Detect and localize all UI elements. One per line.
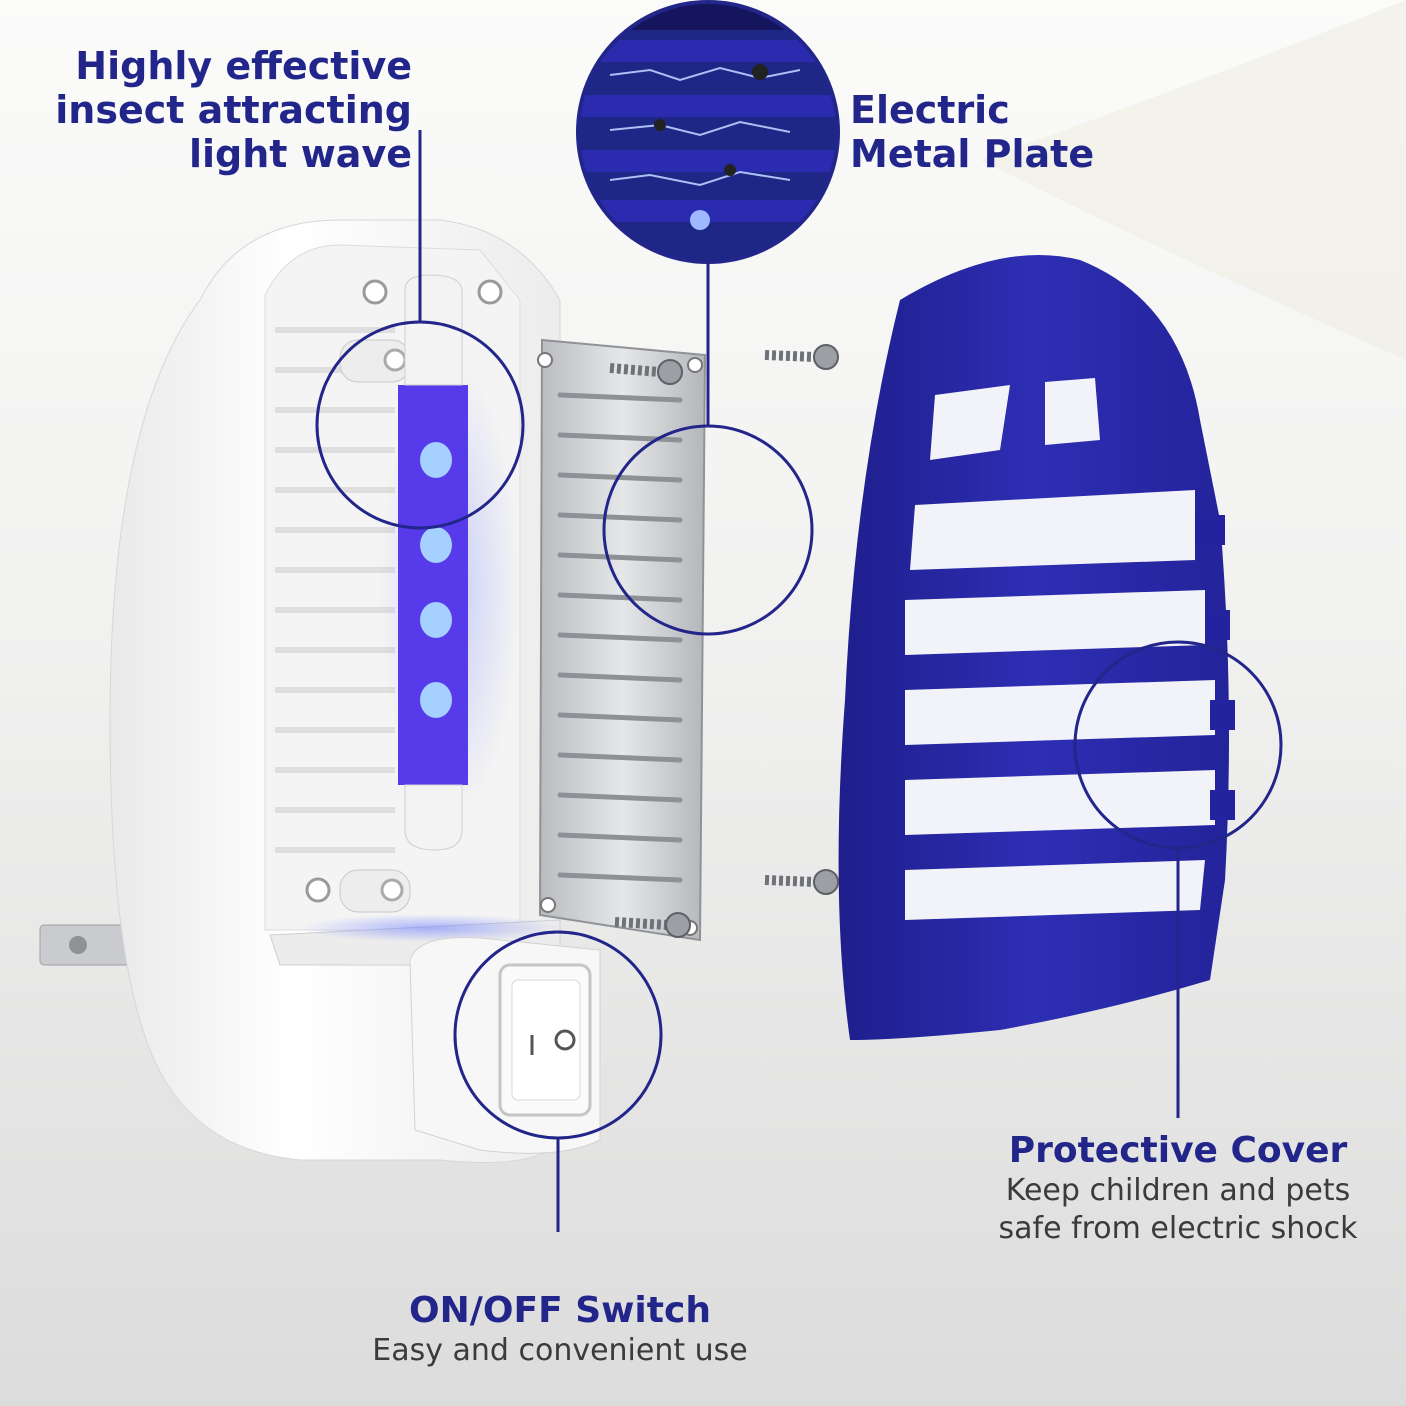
metal-plate-line-2: Metal Plate	[850, 132, 1095, 176]
protective-cover	[838, 255, 1235, 1040]
switch-callout: ON/OFF Switch Easy and convenient use	[360, 1290, 760, 1370]
switch-desc: Easy and convenient use	[372, 1333, 748, 1368]
screw-icon	[614, 912, 691, 938]
metal-plate-callout: Electric Metal Plate	[850, 88, 1094, 176]
led-light-bar	[380, 274, 520, 851]
light-wave-line-2: insect attracting	[55, 88, 412, 132]
electric-metal-plate	[537, 338, 707, 942]
screw-icon	[764, 869, 839, 895]
metal-plate-zoom	[576, 0, 840, 264]
protective-cover-title: Protective Cover	[1008, 1130, 1348, 1171]
metal-plate-line-1: Electric	[850, 88, 1010, 132]
switch-title: ON/OFF Switch	[409, 1290, 711, 1331]
protective-cover-callout: Protective Cover Keep children and pets …	[960, 1130, 1396, 1248]
light-wave-line-3: light wave	[189, 132, 412, 176]
backdrop-wash	[980, 0, 1406, 360]
power-switch-icon	[554, 1029, 576, 1051]
screw-icon	[764, 344, 839, 370]
power-switch	[409, 937, 601, 1154]
protective-cover-desc-2: safe from electric shock	[998, 1211, 1358, 1246]
protective-cover-desc-1: Keep children and pets	[1005, 1173, 1351, 1208]
callout-lines	[315, 130, 1283, 1232]
plug-prongs	[39, 924, 131, 966]
light-wave-line-1: Highly effective	[75, 44, 412, 88]
light-wave-callout: Highly effective insect attracting light…	[55, 44, 412, 176]
screw-icon	[609, 359, 683, 385]
